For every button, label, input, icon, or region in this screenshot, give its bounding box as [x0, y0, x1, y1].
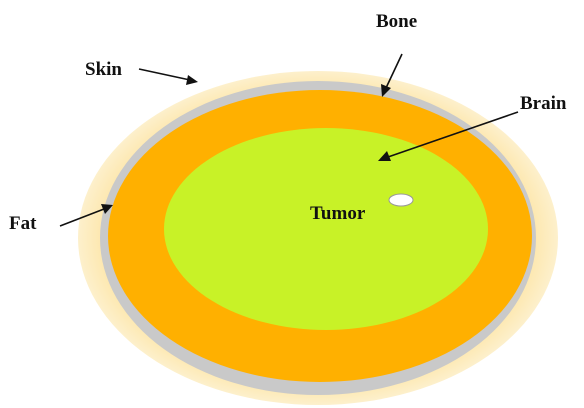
- tumor-label: Tumor: [310, 203, 366, 224]
- bone-label: Bone: [376, 11, 417, 32]
- fat-label: Fat: [9, 213, 37, 234]
- brain-region: [164, 128, 488, 330]
- tumor-region: [389, 194, 413, 206]
- brain-label: Brain: [520, 93, 567, 114]
- skin-arrow: [139, 69, 198, 85]
- skin-label: Skin: [85, 59, 122, 80]
